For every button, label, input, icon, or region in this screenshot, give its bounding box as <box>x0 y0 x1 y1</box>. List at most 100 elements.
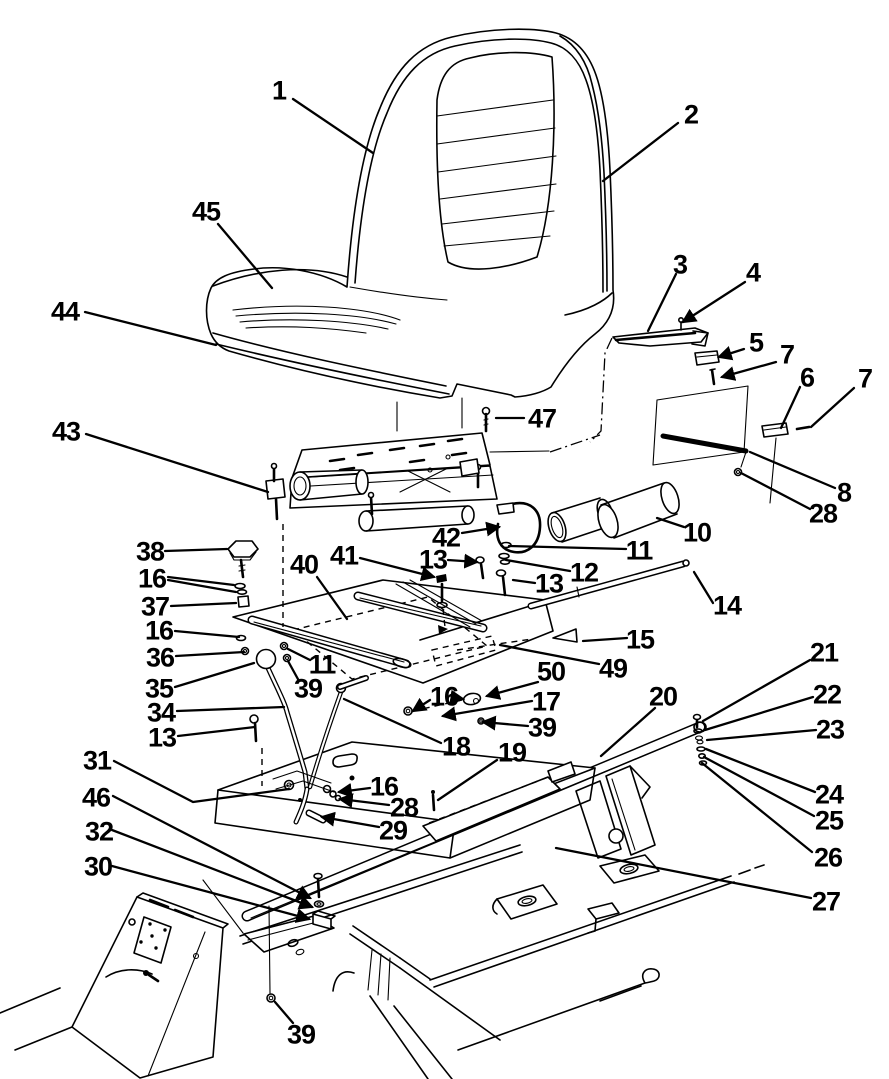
callout-7: 7 <box>809 364 873 429</box>
part-number-2: 2 <box>684 100 698 130</box>
part-number-3: 3 <box>673 250 688 280</box>
part-number-11: 11 <box>626 536 654 566</box>
part-number-11: 11 <box>309 650 337 680</box>
callout-6: 6 <box>779 363 816 430</box>
leader-line <box>84 432 270 494</box>
leader-line <box>681 280 747 324</box>
callout-43: 43 <box>52 417 270 494</box>
leader-line <box>449 689 466 705</box>
part-number-42: 42 <box>432 523 460 553</box>
part-number-7: 7 <box>858 364 872 394</box>
leader-line <box>702 755 816 818</box>
callout-15: 15 <box>581 625 656 655</box>
callout-40: 40 <box>290 550 349 621</box>
part-number-43: 43 <box>52 417 81 447</box>
part-number-16: 16 <box>145 616 174 646</box>
part-number-47: 47 <box>528 404 556 434</box>
part-number-18: 18 <box>442 732 471 762</box>
part-number-16: 16 <box>138 564 167 594</box>
callout-18: 18 <box>342 697 472 762</box>
part-number-27: 27 <box>812 887 840 917</box>
part-number-30: 30 <box>84 852 112 882</box>
callout-49: 49 <box>498 643 629 684</box>
leader-line <box>166 578 238 594</box>
leader-line <box>319 811 381 829</box>
leader-line <box>719 360 778 381</box>
part-number-13: 13 <box>419 545 448 575</box>
leader-line <box>704 747 817 794</box>
leader-line <box>112 759 291 804</box>
part-number-25: 25 <box>815 806 844 836</box>
callout-28: 28 <box>337 793 420 823</box>
leader-line <box>173 661 256 689</box>
callout-3: 3 <box>646 250 689 333</box>
part-number-49: 49 <box>599 654 628 684</box>
callout-31: 31 <box>83 746 291 804</box>
leader-line <box>703 695 815 732</box>
part-number-31: 31 <box>83 746 112 776</box>
part-number-22: 22 <box>813 680 841 710</box>
callout-46: 46 <box>82 783 312 900</box>
callout-42: 42 <box>432 521 502 553</box>
leader-line <box>315 575 349 621</box>
callout-39: 39 <box>273 1000 317 1050</box>
callout-13: 13 <box>511 569 565 599</box>
leader-line <box>436 758 499 802</box>
leader-line <box>655 516 686 529</box>
callout-29: 29 <box>319 811 409 846</box>
part-number-23: 23 <box>816 715 845 745</box>
part-number-38: 38 <box>136 537 165 567</box>
callout-1: 1 <box>272 76 375 155</box>
callout-45: 45 <box>192 197 274 290</box>
callout-36: 36 <box>146 643 246 673</box>
leader-line <box>716 346 746 361</box>
callout-13: 13 <box>419 545 480 575</box>
callout-38: 38 <box>136 537 229 567</box>
part-number-39: 39 <box>528 713 557 743</box>
seat-suspension <box>265 406 550 627</box>
callout-26: 26 <box>700 761 844 873</box>
callout-16: 16 <box>411 682 466 713</box>
callout-21: 21 <box>701 638 840 723</box>
mount-bracket <box>243 872 336 1003</box>
callout-39: 39 <box>480 713 558 743</box>
leader-line <box>176 725 257 738</box>
part-number-26: 26 <box>814 843 843 873</box>
part-number-39: 39 <box>294 674 323 704</box>
part-number-10: 10 <box>683 518 711 548</box>
leader-line <box>174 650 246 658</box>
part-number-8: 8 <box>837 478 852 508</box>
console-panel <box>71 879 244 1079</box>
support-plate <box>232 541 578 725</box>
callout-34: 34 <box>147 698 286 728</box>
callout-7: 7 <box>719 340 795 381</box>
callout-41: 41 <box>330 541 437 582</box>
seat <box>205 28 615 432</box>
leader-line <box>646 272 678 333</box>
leader-line <box>286 659 301 683</box>
callout-11: 11 <box>286 647 337 680</box>
lever-assembly <box>249 641 369 825</box>
callout-17: 17 <box>440 687 561 722</box>
leader-line <box>498 643 601 666</box>
callout-24: 24 <box>704 747 845 810</box>
callout-50: 50 <box>484 657 566 700</box>
part-number-28: 28 <box>809 499 838 529</box>
leader-line <box>511 578 537 585</box>
part-number-13: 13 <box>148 723 177 753</box>
part-number-32: 32 <box>85 817 113 847</box>
part-number-34: 34 <box>147 698 176 728</box>
leader-line <box>739 471 812 511</box>
leader-line <box>173 629 241 639</box>
part-number-41: 41 <box>330 541 359 571</box>
part-number-12: 12 <box>570 558 598 588</box>
callout-30: 30 <box>84 852 312 923</box>
leader-line <box>480 715 530 731</box>
callout-11: 11 <box>507 536 654 566</box>
part-number-29: 29 <box>379 816 408 846</box>
part-number-17: 17 <box>532 687 560 717</box>
leader-line <box>175 705 286 713</box>
leader-line <box>83 310 218 347</box>
